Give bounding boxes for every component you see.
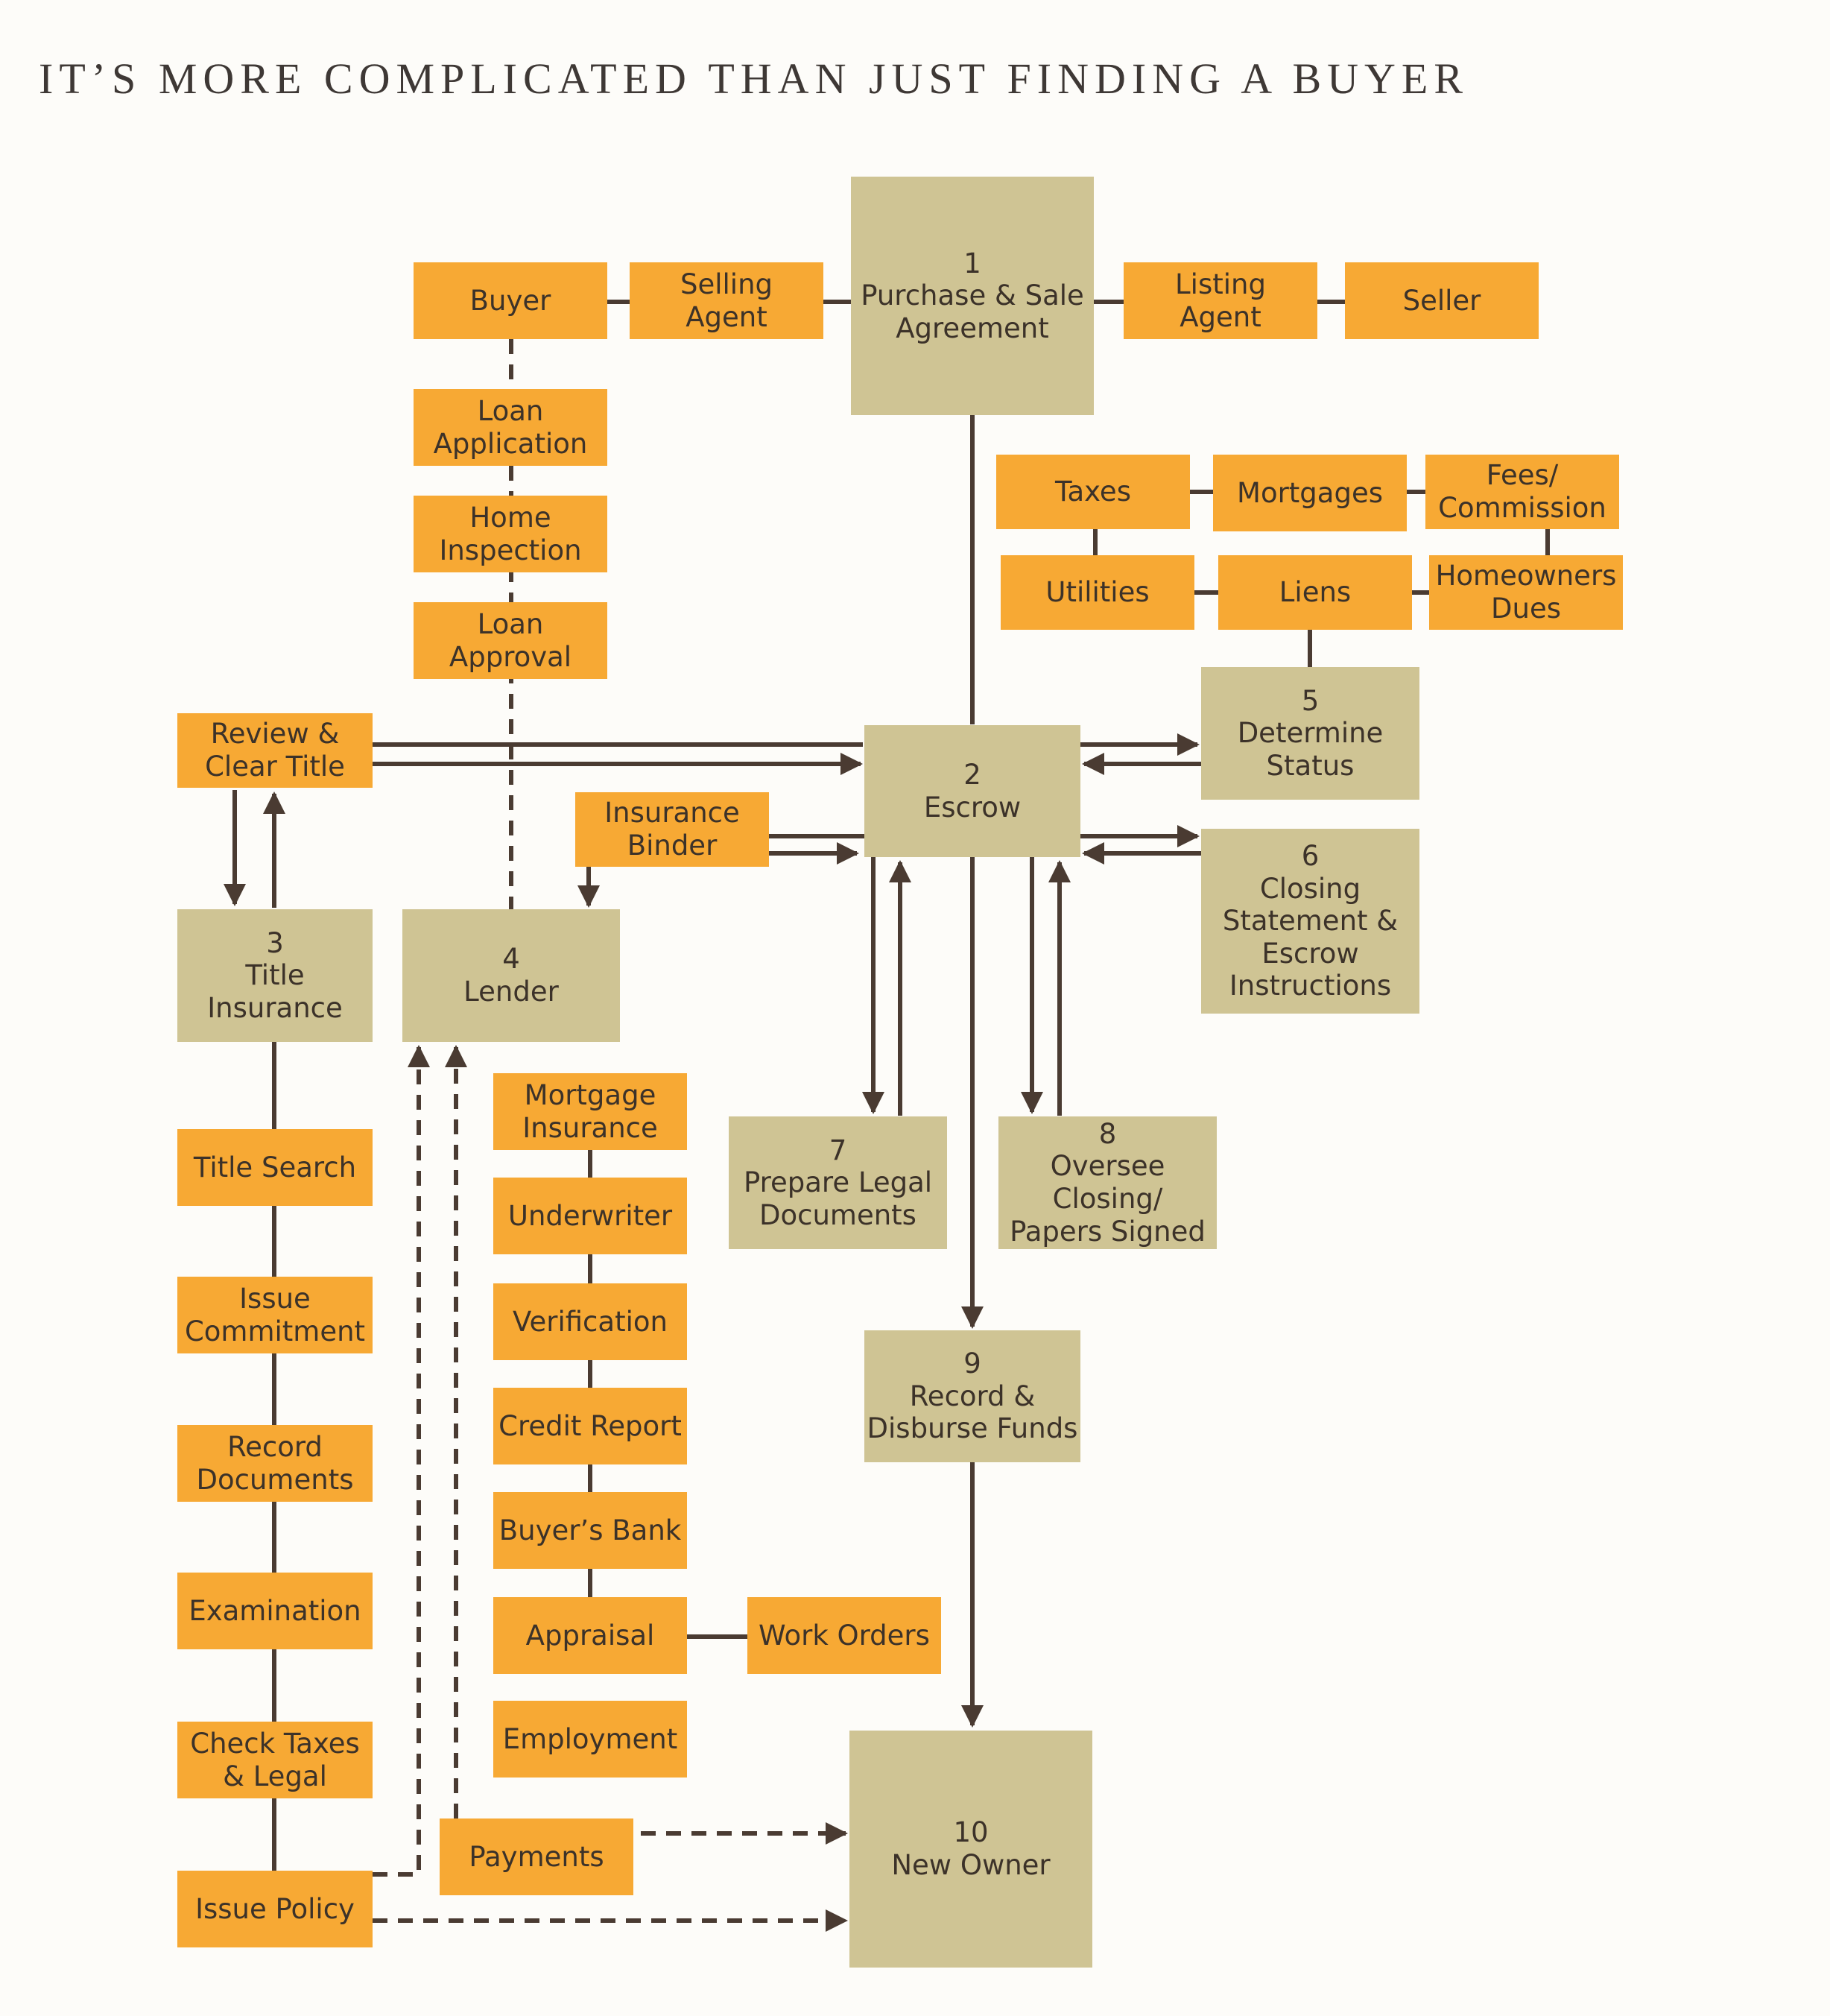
step-label: New Owner <box>891 1849 1051 1881</box>
task-work-orders: Work Orders <box>747 1597 941 1674</box>
step-number: 4 <box>502 943 520 976</box>
task-examination: Examination <box>177 1573 373 1649</box>
task-record-documents: Record Documents <box>177 1425 373 1502</box>
task-check-taxes-legal: Check Taxes & Legal <box>177 1722 373 1798</box>
step-number: 10 <box>953 1816 989 1849</box>
task-appraisal: Appraisal <box>493 1597 687 1674</box>
step-label: Lender <box>463 976 559 1008</box>
step-number: 7 <box>829 1134 847 1166</box>
step-label: Oversee Closing/ Papers Signed <box>1010 1150 1206 1248</box>
step-label: Determine Status <box>1237 717 1384 782</box>
task-loan-application: Loan Application <box>414 389 607 466</box>
step-number: 9 <box>963 1347 981 1380</box>
step-number: 5 <box>1301 684 1320 717</box>
step-label: Title Insurance <box>207 959 343 1024</box>
task-taxes: Taxes <box>996 455 1190 529</box>
task-home-inspection: Home Inspection <box>414 496 607 572</box>
task-utilities: Utilities <box>1001 555 1194 630</box>
step-number: 2 <box>963 758 981 791</box>
task-buyers-bank: Buyer’s Bank <box>493 1492 687 1569</box>
task-liens: Liens <box>1218 555 1412 630</box>
task-selling-agent: Selling Agent <box>630 262 823 339</box>
step-label: Escrow <box>923 791 1022 824</box>
task-buyer: Buyer <box>414 262 607 339</box>
task-payments: Payments <box>440 1818 633 1895</box>
task-review-clear-title: Review & Clear Title <box>177 713 373 788</box>
task-credit-report: Credit Report <box>493 1388 687 1464</box>
step-label: Prepare Legal Documents <box>743 1166 933 1231</box>
task-homeowners-dues: Homeowners Dues <box>1429 555 1623 630</box>
task-mortgages: Mortgages <box>1213 455 1407 531</box>
step-label: Record & Disburse Funds <box>867 1380 1078 1445</box>
task-issue-commitment: Issue Commitment <box>177 1277 373 1353</box>
step-number: 1 <box>963 247 981 279</box>
task-underwriter: Underwriter <box>493 1178 687 1254</box>
task-fees-commission: Fees/ Commission <box>1425 455 1619 529</box>
step-number: 3 <box>266 926 284 959</box>
step-number: 6 <box>1301 839 1320 872</box>
task-loan-approval: Loan Approval <box>414 602 607 679</box>
task-verification: Verification <box>493 1283 687 1360</box>
step-label: Closing Statement & Escrow Instructions <box>1222 872 1399 1002</box>
task-seller: Seller <box>1345 262 1539 339</box>
step-label: Purchase & Sale Agreement <box>861 279 1084 344</box>
step-number: 8 <box>1098 1117 1117 1150</box>
task-issue-policy: Issue Policy <box>177 1871 373 1947</box>
task-listing-agent: Listing Agent <box>1124 262 1317 339</box>
task-employment: Employment <box>493 1701 687 1778</box>
task-title-search: Title Search <box>177 1129 373 1206</box>
diagram-title: IT’S MORE COMPLICATED THAN JUST FINDING … <box>39 54 1469 103</box>
task-mortgage-insurance: Mortgage Insurance <box>493 1073 687 1150</box>
task-insurance-binder: Insurance Binder <box>575 792 769 867</box>
